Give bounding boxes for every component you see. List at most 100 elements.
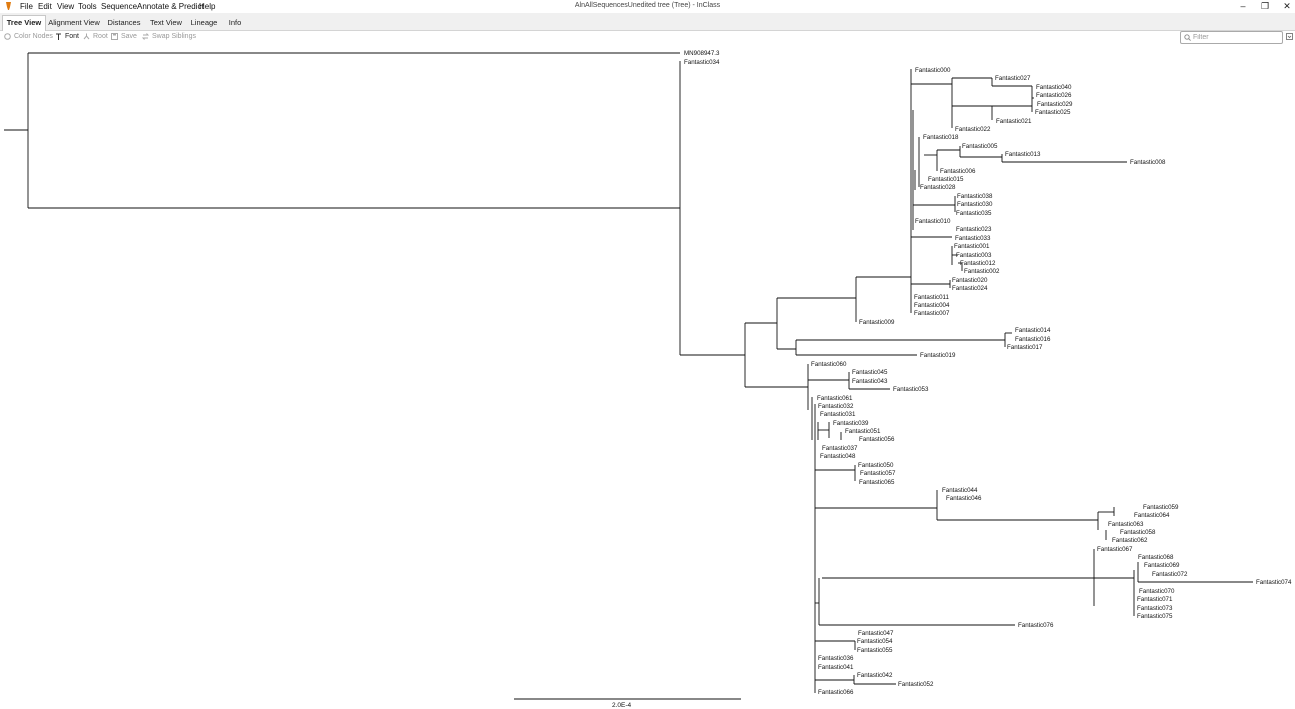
options-menu-icon[interactable] bbox=[1286, 33, 1293, 40]
tip-label[interactable]: Fantastic069 bbox=[1144, 562, 1180, 569]
tip-label[interactable]: Fantastic033 bbox=[955, 235, 991, 242]
tip-label[interactable]: Fantastic071 bbox=[1137, 596, 1173, 603]
tip-label[interactable]: Fantastic048 bbox=[820, 453, 856, 460]
tip-label[interactable]: Fantastic006 bbox=[940, 168, 976, 175]
tab-info[interactable]: Info bbox=[228, 18, 242, 27]
tip-label[interactable]: Fantastic035 bbox=[956, 210, 992, 217]
tab-tree-view[interactable]: Tree View bbox=[2, 15, 46, 31]
tab-alignment-view[interactable]: Alignment View bbox=[48, 18, 100, 27]
tip-label[interactable]: Fantastic041 bbox=[818, 664, 854, 671]
tip-label[interactable]: Fantastic072 bbox=[1152, 571, 1188, 578]
tip-label[interactable]: Fantastic064 bbox=[1134, 512, 1170, 519]
tip-label[interactable]: Fantastic054 bbox=[857, 638, 893, 645]
tip-label[interactable]: Fantastic046 bbox=[946, 495, 982, 502]
tip-label[interactable]: MN908947.3 bbox=[684, 50, 720, 57]
tab-distances[interactable]: Distances bbox=[107, 18, 141, 27]
tip-label[interactable]: Fantastic067 bbox=[1097, 546, 1133, 553]
minimize-icon[interactable]: – bbox=[1240, 1, 1246, 11]
tip-label[interactable]: Fantastic016 bbox=[1015, 336, 1051, 343]
tip-label[interactable]: Fantastic070 bbox=[1139, 588, 1175, 595]
tab-text-view[interactable]: Text View bbox=[150, 18, 182, 27]
tip-label[interactable]: Fantastic024 bbox=[952, 285, 988, 292]
tip-label[interactable]: Fantastic010 bbox=[915, 218, 951, 225]
tip-label[interactable]: Fantastic036 bbox=[818, 655, 854, 662]
tip-label[interactable]: Fantastic050 bbox=[858, 462, 894, 469]
tip-label[interactable]: Fantastic028 bbox=[920, 184, 956, 191]
menu-edit[interactable]: Edit bbox=[38, 2, 52, 11]
tip-label[interactable]: Fantastic044 bbox=[942, 487, 978, 494]
tip-label[interactable]: Fantastic058 bbox=[1120, 529, 1156, 536]
tip-label[interactable]: Fantastic074 bbox=[1256, 579, 1292, 586]
tip-label[interactable]: Fantastic007 bbox=[914, 310, 950, 317]
filter-field[interactable] bbox=[1180, 31, 1283, 44]
tip-label[interactable]: Fantastic026 bbox=[1036, 92, 1072, 99]
menu-file[interactable]: File bbox=[20, 2, 33, 11]
menu-annotate-predict[interactable]: Annotate & Predict bbox=[137, 2, 204, 11]
tip-label[interactable]: Fantastic031 bbox=[820, 411, 856, 418]
tip-label[interactable]: Fantastic062 bbox=[1112, 537, 1148, 544]
tip-label[interactable]: Fantastic023 bbox=[956, 226, 992, 233]
tip-label[interactable]: Fantastic037 bbox=[822, 445, 858, 452]
tip-label[interactable]: Fantastic073 bbox=[1137, 605, 1173, 612]
tip-label[interactable]: Fantastic038 bbox=[957, 193, 993, 200]
tip-label[interactable]: Fantastic032 bbox=[818, 403, 854, 410]
tip-label[interactable]: Fantastic008 bbox=[1130, 159, 1166, 166]
tip-label[interactable]: Fantastic020 bbox=[952, 277, 988, 284]
restore-icon[interactable]: ❐ bbox=[1260, 1, 1270, 11]
tip-label[interactable]: Fantastic040 bbox=[1036, 84, 1072, 91]
tip-label[interactable]: Fantastic057 bbox=[860, 470, 896, 477]
tip-label[interactable]: Fantastic063 bbox=[1108, 521, 1144, 528]
tip-label[interactable]: Fantastic002 bbox=[964, 268, 1000, 275]
tip-label[interactable]: Fantastic005 bbox=[962, 143, 998, 150]
tip-label[interactable]: Fantastic045 bbox=[852, 369, 888, 376]
tip-label[interactable]: Fantastic060 bbox=[811, 361, 847, 368]
tip-label[interactable]: Fantastic066 bbox=[818, 689, 854, 696]
tip-label[interactable]: Fantastic052 bbox=[898, 681, 934, 688]
tip-label[interactable]: Fantastic015 bbox=[928, 176, 964, 183]
tip-label[interactable]: Fantastic051 bbox=[845, 428, 881, 435]
tip-label[interactable]: Fantastic014 bbox=[1015, 327, 1051, 334]
tip-label[interactable]: Fantastic056 bbox=[859, 436, 895, 443]
tip-label[interactable]: Fantastic034 bbox=[684, 59, 720, 66]
menu-sequence[interactable]: Sequence bbox=[101, 2, 138, 11]
tip-label[interactable]: Fantastic059 bbox=[1143, 504, 1179, 511]
tip-label[interactable]: Fantastic012 bbox=[960, 260, 996, 267]
tip-label[interactable]: Fantastic068 bbox=[1138, 554, 1174, 561]
tip-label[interactable]: Fantastic030 bbox=[957, 201, 993, 208]
tip-label[interactable]: Fantastic025 bbox=[1035, 109, 1071, 116]
tip-label[interactable]: Fantastic055 bbox=[857, 647, 893, 654]
tip-label[interactable]: Fantastic004 bbox=[914, 302, 950, 309]
tab-lineage[interactable]: Lineage bbox=[190, 18, 218, 27]
font-button[interactable]: Font bbox=[55, 33, 79, 40]
tip-label[interactable]: Fantastic061 bbox=[817, 395, 853, 402]
tip-label[interactable]: Fantastic022 bbox=[955, 126, 991, 133]
tip-label[interactable]: Fantastic039 bbox=[833, 420, 869, 427]
menu-tools[interactable]: Tools bbox=[78, 2, 97, 11]
tip-label[interactable]: Fantastic043 bbox=[852, 378, 888, 385]
tip-label[interactable]: Fantastic017 bbox=[1007, 344, 1043, 351]
tip-label[interactable]: Fantastic018 bbox=[923, 134, 959, 141]
color-nodes-button[interactable]: Color Nodes bbox=[4, 33, 53, 40]
tip-label[interactable]: Fantastic053 bbox=[893, 386, 929, 393]
tip-label[interactable]: Fantastic042 bbox=[857, 672, 893, 679]
tip-label[interactable]: Fantastic076 bbox=[1018, 622, 1054, 629]
tip-label[interactable]: Fantastic011 bbox=[914, 294, 950, 301]
tip-label[interactable]: Fantastic029 bbox=[1037, 101, 1073, 108]
save-button[interactable]: Save bbox=[111, 33, 137, 40]
tip-label[interactable]: Fantastic021 bbox=[996, 118, 1032, 125]
tip-label[interactable]: Fantastic075 bbox=[1137, 613, 1173, 620]
tip-label[interactable]: Fantastic001 bbox=[954, 243, 990, 250]
tip-label[interactable]: Fantastic027 bbox=[995, 75, 1031, 82]
tip-label[interactable]: Fantastic003 bbox=[956, 252, 992, 259]
tip-label[interactable]: Fantastic013 bbox=[1005, 151, 1041, 158]
swap-siblings-button[interactable]: Swap Siblings bbox=[142, 33, 196, 40]
tip-label[interactable]: Fantastic019 bbox=[920, 352, 956, 359]
menu-help[interactable]: Help bbox=[199, 2, 216, 11]
menu-view[interactable]: View bbox=[57, 2, 75, 11]
filter-input[interactable] bbox=[1193, 32, 1279, 43]
tip-label[interactable]: Fantastic000 bbox=[915, 67, 951, 74]
tip-label[interactable]: Fantastic065 bbox=[859, 479, 895, 486]
root-button[interactable]: Root bbox=[83, 33, 108, 40]
tip-label[interactable]: Fantastic047 bbox=[858, 630, 894, 637]
tip-label[interactable]: Fantastic009 bbox=[859, 319, 895, 326]
